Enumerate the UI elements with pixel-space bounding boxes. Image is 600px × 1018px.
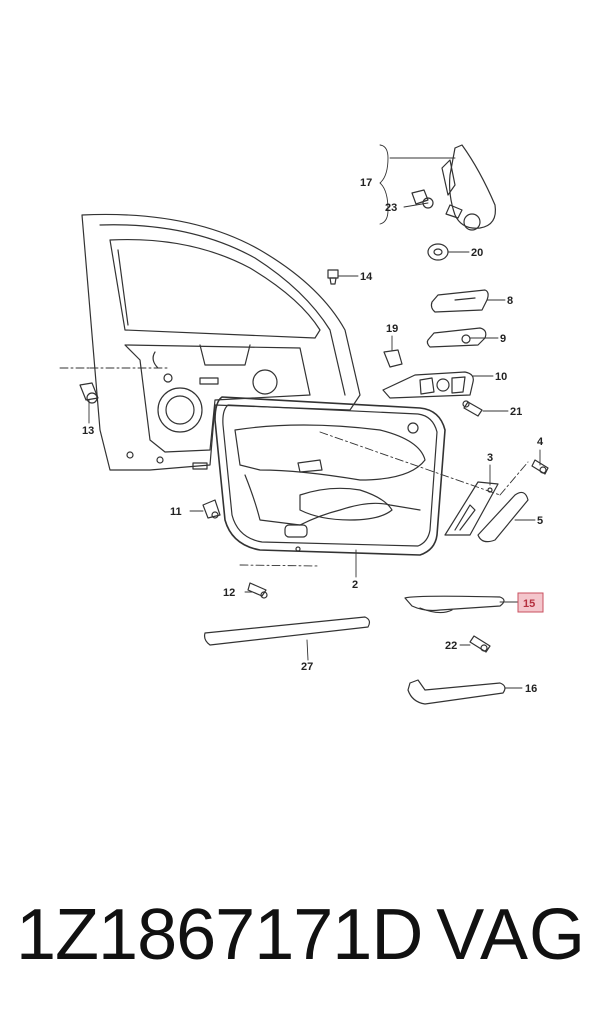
callout-10: 10 — [495, 371, 507, 383]
part-19-clip — [383, 349, 403, 368]
footer: 1Z1867171D VAG — [0, 890, 600, 990]
callout-14: 14 — [360, 271, 373, 283]
part-23-clip — [411, 189, 434, 209]
callout-3: 3 — [487, 452, 493, 464]
alignment-lines — [59, 367, 529, 567]
part-12-screw — [247, 582, 268, 599]
part-13-clip — [79, 382, 99, 404]
callout-labels: 17 23 20 14 8 19 9 10 21 4 3 5 11 13 2 1… — [82, 177, 544, 695]
callout-16: 16 — [525, 683, 537, 695]
callout-17: 17 — [360, 177, 372, 189]
part-17-mirror-trim — [441, 144, 497, 231]
part-22-screw — [469, 635, 491, 653]
callout-4: 4 — [537, 436, 544, 448]
part-8-handle-cover — [430, 289, 489, 313]
part-11-clip — [202, 499, 221, 519]
part-3-bracket — [444, 481, 499, 536]
part-4-screw — [531, 459, 549, 475]
brand-label: VAG — [436, 895, 586, 975]
part-9-handle-insert — [426, 327, 487, 348]
callout-9: 9 — [500, 333, 506, 345]
door-frame — [81, 213, 361, 471]
callout-23: 23 — [385, 202, 397, 214]
part-20-grommet — [427, 243, 449, 261]
part-16-trim — [407, 679, 506, 705]
part-10-handle — [382, 371, 474, 399]
highlight-box-15 — [517, 592, 544, 613]
callout-22: 22 — [445, 640, 457, 652]
part-14-screw — [327, 269, 339, 285]
callout-5: 5 — [537, 515, 543, 527]
part-number: 1Z1867171D — [16, 895, 423, 975]
callout-15: 15 — [523, 598, 535, 610]
door-trim-panel — [214, 396, 446, 556]
part-15-armrest-trim — [404, 595, 505, 614]
callout-20: 20 — [471, 247, 483, 259]
callout-19: 19 — [386, 323, 398, 335]
exploded-parts-diagram: 17 23 20 14 8 19 9 10 21 4 3 5 11 13 2 1… — [59, 144, 549, 705]
callout-27: 27 — [301, 661, 313, 673]
callout-2: 2 — [352, 579, 358, 591]
leader-lines — [88, 144, 541, 689]
callout-11: 11 — [170, 506, 182, 518]
callout-21: 21 — [510, 406, 522, 418]
callout-8: 8 — [507, 295, 513, 307]
part-21-screw — [462, 400, 483, 417]
part-5-trim-strip — [477, 491, 529, 543]
callout-12: 12 — [223, 587, 235, 599]
callout-13: 13 — [82, 425, 94, 437]
part-27-trim-strip — [203, 616, 371, 646]
